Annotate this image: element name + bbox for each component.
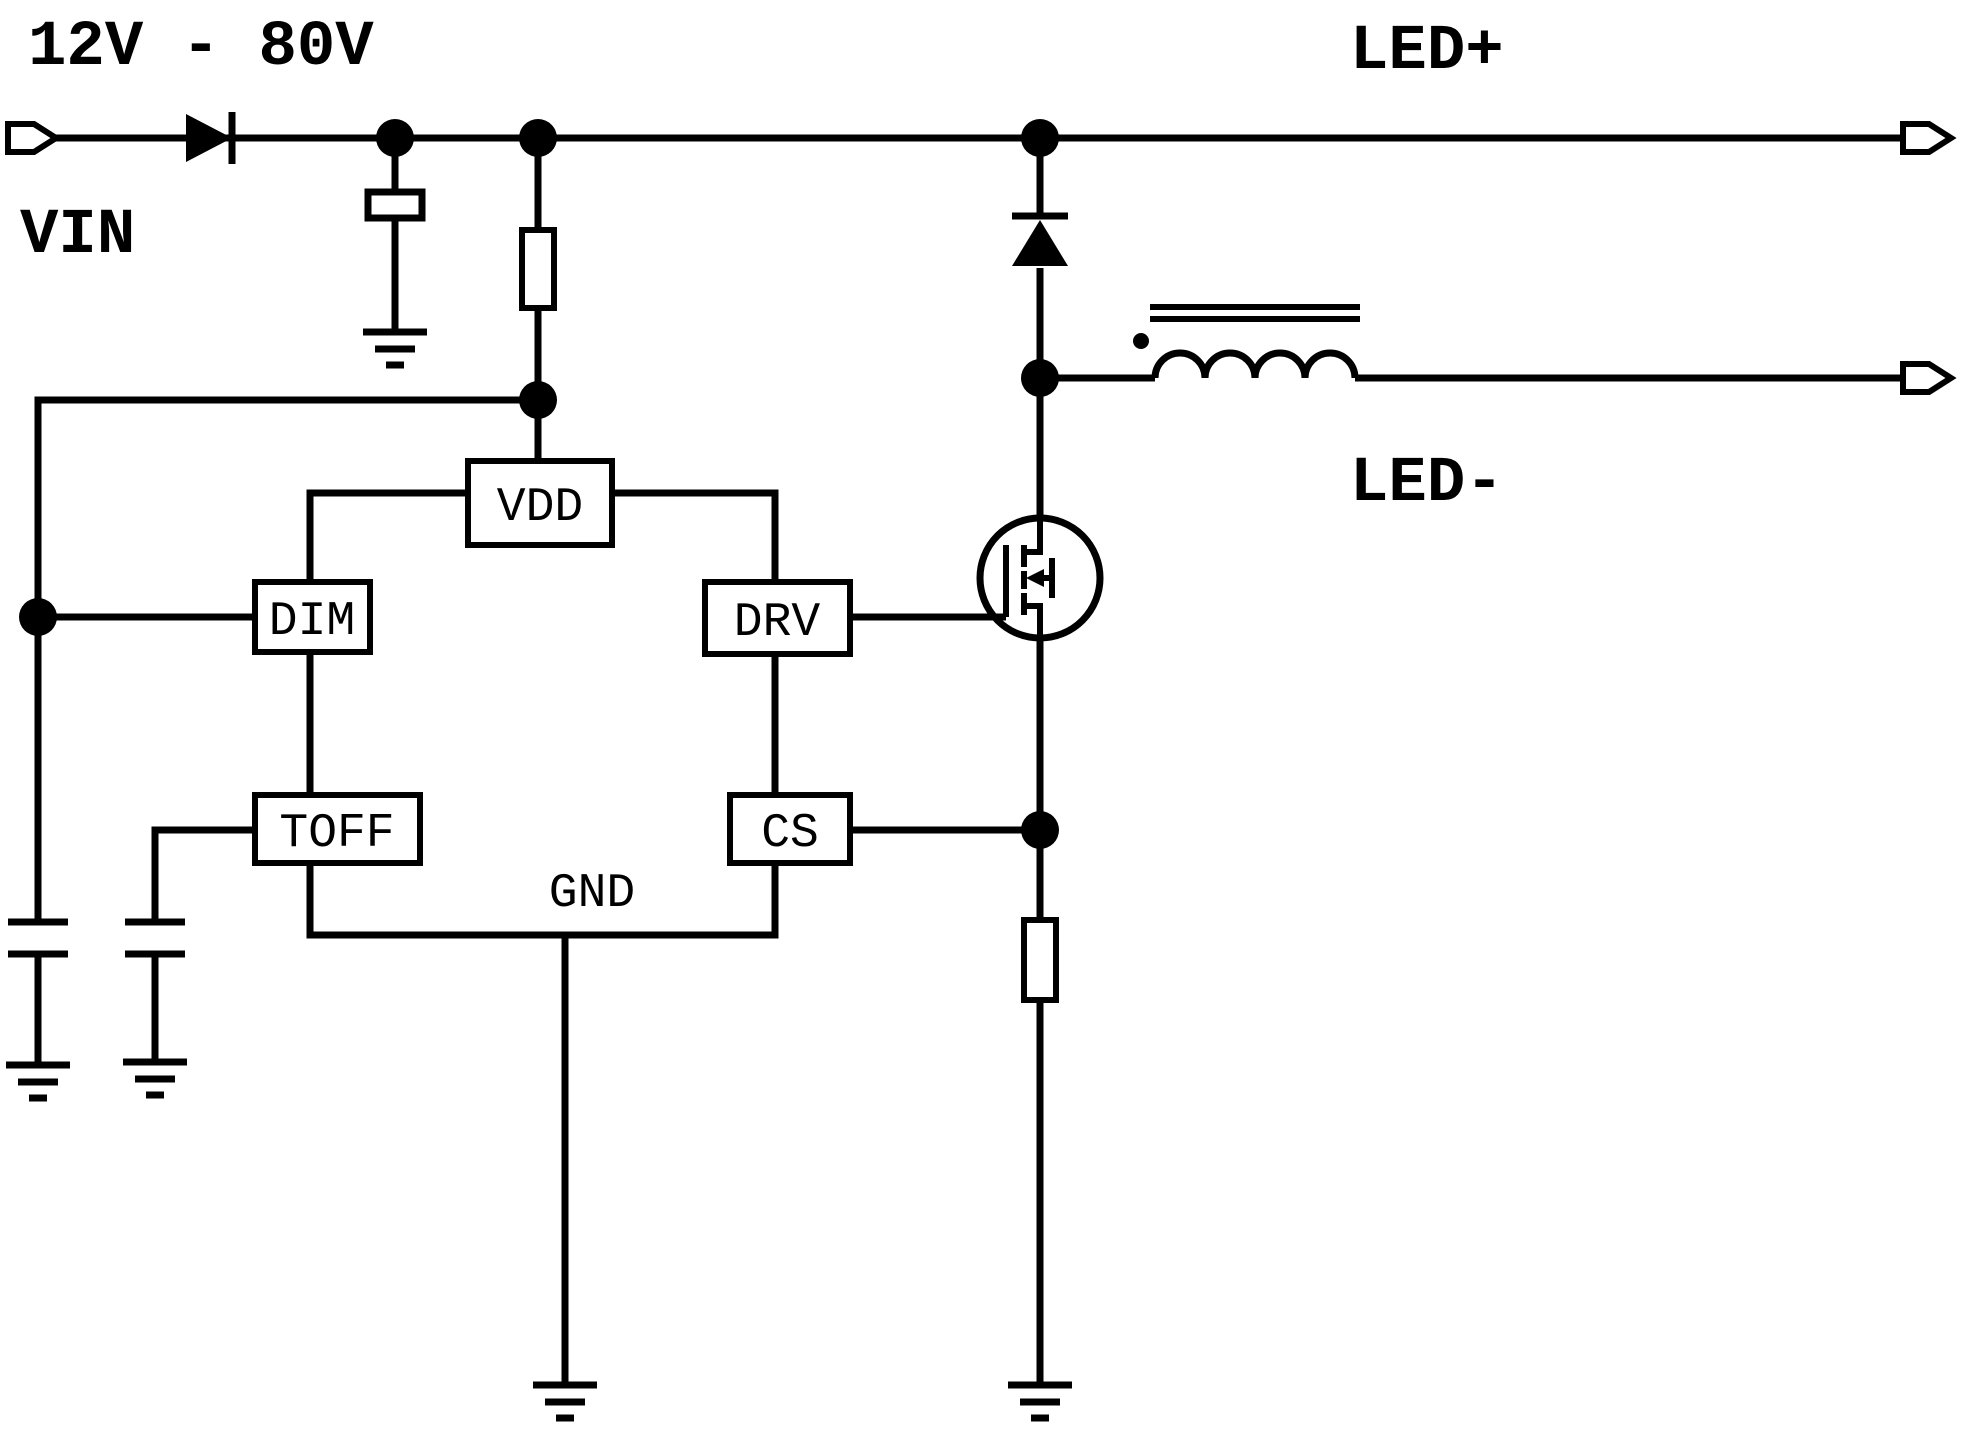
mosfet-drain-link — [1024, 518, 1043, 555]
vin-terminal — [5, 121, 62, 155]
sense-ground — [1008, 1381, 1072, 1422]
junction-dot — [519, 119, 557, 157]
vdd-resistor-body — [519, 227, 557, 311]
inductor-phase-dot — [1133, 333, 1149, 349]
input-cap-ground — [363, 328, 427, 369]
inductor-coil — [1151, 349, 1359, 379]
junction-dot — [1021, 359, 1059, 397]
led-plus-terminal — [1900, 121, 1957, 155]
pin-box-toff — [252, 792, 423, 866]
pin-box-dim — [252, 579, 373, 655]
input-diode-anode — [186, 114, 232, 162]
inductor — [1133, 304, 1360, 379]
junction-dot — [1021, 811, 1059, 849]
pin-label-dim: DIM — [269, 595, 355, 649]
mosfet-source-link — [1024, 603, 1043, 638]
pin-label-toff: TOFF — [279, 807, 394, 861]
junction-dot — [1021, 119, 1059, 157]
junction-dot — [376, 119, 414, 157]
ic-ground — [533, 1381, 597, 1422]
dim-capacitor — [8, 918, 68, 958]
input-diode — [186, 112, 236, 164]
junction-dot — [519, 381, 557, 419]
pin-box-cs — [727, 792, 853, 866]
sense-resistor — [1021, 917, 1059, 1003]
wire-left-branch — [34, 396, 538, 922]
junction-dot — [19, 598, 57, 636]
pin-label-cs: CS — [761, 807, 819, 861]
pin-box-vdd — [465, 458, 615, 548]
terminals — [5, 121, 1957, 395]
sense-resistor-body — [1021, 917, 1059, 1003]
wire-toff — [151, 826, 255, 922]
toff-cap-ground — [123, 1058, 187, 1099]
label-led-plus: LED+ — [1350, 16, 1504, 88]
input-capacitor — [364, 188, 426, 222]
freewheel-diode — [1012, 212, 1068, 266]
vdd-resistor — [519, 227, 557, 311]
label-led-minus: LED- — [1350, 448, 1504, 520]
mosfet — [850, 514, 1104, 642]
labels: 12V - 80V VIN LED+ LED- — [20, 12, 1504, 520]
pin-label-vdd: VDD — [497, 481, 583, 535]
junction-dots — [19, 119, 1059, 849]
label-input-voltage-range: 12V - 80V — [28, 12, 374, 84]
pin-label-gnd: GND — [549, 867, 635, 921]
dim-cap-ground — [6, 1061, 70, 1102]
input-capacitor-body — [364, 188, 426, 222]
pin-label-drv: DRV — [734, 596, 821, 650]
control-ic: VDD DIM DRV TOFF CS GND — [252, 458, 853, 939]
mosfet-body-arrow — [1026, 569, 1044, 587]
led-minus-terminal — [1900, 361, 1957, 395]
freewheel-diode-anode — [1012, 220, 1068, 266]
toff-capacitor — [125, 918, 185, 958]
ic-outline — [306, 489, 779, 939]
label-vin: VIN — [20, 200, 135, 272]
